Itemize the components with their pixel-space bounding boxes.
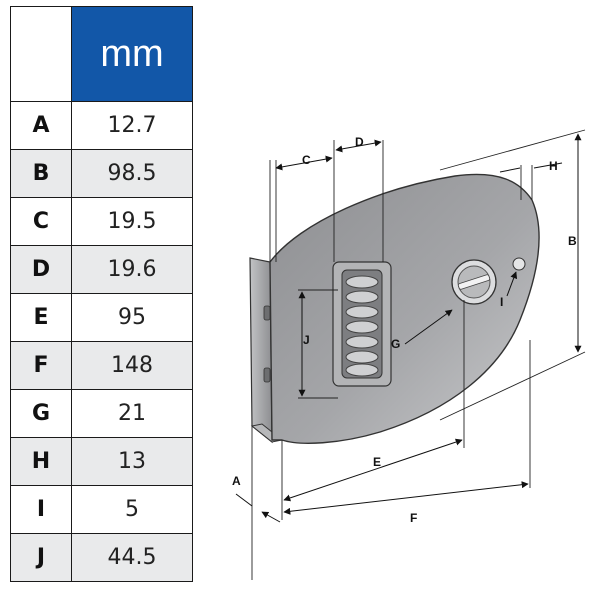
table-row: C 19.5 — [10, 197, 193, 246]
row-value: 95 — [71, 293, 193, 342]
row-label: J — [10, 533, 72, 582]
row-value: 44.5 — [71, 533, 193, 582]
dim-label-h: H — [549, 159, 558, 173]
dim-label-e: E — [373, 455, 381, 469]
table-row: I 5 — [10, 485, 193, 534]
grip-recess — [332, 261, 392, 387]
table-row: E 95 — [10, 293, 193, 342]
dimension-table: mm A 12.7 B 98.5 C 19.5 D 19.6 E 95 F 14… — [10, 6, 193, 582]
dim-label-j: J — [303, 333, 310, 347]
row-label: B — [10, 149, 72, 198]
row-value: 13 — [71, 437, 193, 486]
table-row: F 148 — [10, 341, 193, 390]
table-row: J 44.5 — [10, 533, 193, 582]
table-corner-cell — [10, 6, 72, 102]
extension-lines — [251, 129, 586, 580]
row-label: D — [10, 245, 72, 294]
row-value: 98.5 — [71, 149, 193, 198]
dim-label-f: F — [410, 511, 417, 525]
table-row: B 98.5 — [10, 149, 193, 198]
dimension-lines — [235, 133, 582, 523]
small-hole — [512, 257, 526, 271]
dim-label-i: I — [500, 295, 503, 309]
row-label: I — [10, 485, 72, 534]
row-label: G — [10, 389, 72, 438]
screw-head — [451, 259, 497, 305]
row-value: 19.5 — [71, 197, 193, 246]
dim-label-b: B — [568, 234, 577, 248]
row-label: F — [10, 341, 72, 390]
cover-plate — [269, 173, 540, 444]
mount-slot — [263, 367, 271, 383]
mount-slot — [263, 305, 271, 321]
dim-label-g: G — [391, 337, 400, 351]
dim-label-c: C — [302, 153, 311, 167]
dim-label-a: A — [232, 474, 241, 488]
row-label: C — [10, 197, 72, 246]
table-row: H 13 — [10, 437, 193, 486]
row-value: 148 — [71, 341, 193, 390]
row-value: 19.6 — [71, 245, 193, 294]
dim-label-d: D — [355, 135, 364, 149]
table-row: D 19.6 — [10, 245, 193, 294]
